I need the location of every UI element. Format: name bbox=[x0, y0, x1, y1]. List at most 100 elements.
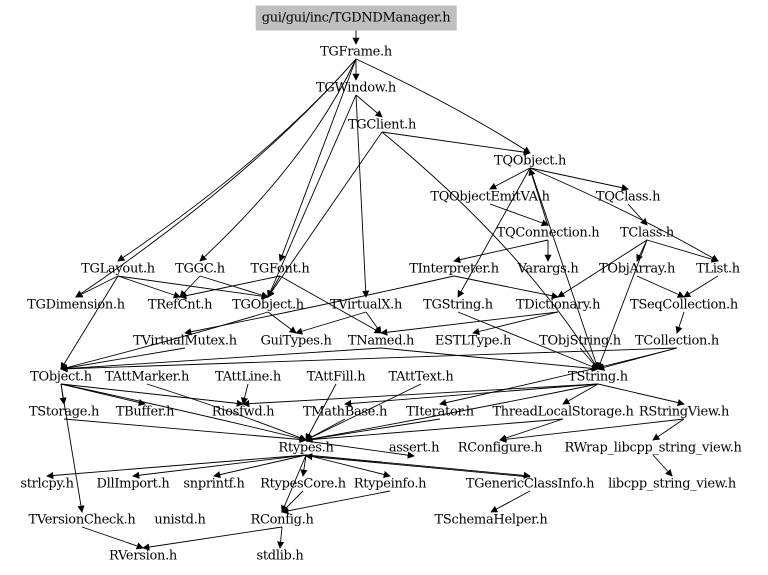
node-tstorage[interactable]: TStorage.h bbox=[28, 404, 100, 420]
node-tdictionary[interactable]: TDictionary.h bbox=[515, 297, 601, 313]
edge-tglayout-to-tobject bbox=[60, 275, 119, 370]
edge-tattmarker-to-rtypes bbox=[146, 383, 307, 442]
node-riosfwd[interactable]: Riosfwd.h bbox=[211, 404, 275, 420]
edge-tgfont-to-trefcnt bbox=[179, 275, 281, 300]
edge-tqobject-to-tlist bbox=[529, 167, 719, 262]
node-dllimport[interactable]: DllImport.h bbox=[96, 476, 170, 492]
node-tvirtualx[interactable]: TVirtualX.h bbox=[329, 297, 403, 313]
node-tinterpreter[interactable]: TInterpreter.h bbox=[409, 261, 499, 277]
node-guitypes[interactable]: GuiTypes.h bbox=[260, 333, 332, 349]
edge-tgframe-to-tqobject bbox=[355, 58, 531, 154]
node-tgframe[interactable]: TGFrame.h bbox=[320, 44, 392, 60]
node-tgstring[interactable]: TGString.h bbox=[423, 297, 493, 313]
edge-tattline-to-riosfwd bbox=[241, 383, 249, 405]
node-tqconnection[interactable]: TQConnection.h bbox=[496, 225, 600, 241]
edge-tvirtualx-to-tnamed bbox=[365, 311, 382, 334]
node-rtypes[interactable]: Rtypes.h bbox=[278, 440, 334, 456]
node-tggc[interactable]: TGGC.h bbox=[175, 261, 225, 277]
node-tgfont[interactable]: TGFont.h bbox=[250, 261, 310, 277]
edge-tstorage-to-rtypes bbox=[63, 418, 307, 444]
edge-tdictionary-to-estltype bbox=[472, 311, 559, 335]
node-tglayout[interactable]: TGLayout.h bbox=[81, 261, 155, 277]
node-rconfig[interactable]: RConfig.h bbox=[250, 512, 314, 528]
edge-tclass-to-tlist bbox=[646, 239, 719, 263]
node-estltype[interactable]: ESTLType.h bbox=[434, 333, 512, 349]
edge-tvirtualmutex-to-tobject bbox=[60, 347, 186, 372]
edge-rtypes-to-snprintf bbox=[213, 454, 307, 479]
node-tgobject[interactable]: TGObject.h bbox=[232, 297, 304, 313]
edge-tgobject-to-guitypes bbox=[267, 311, 297, 334]
edge-tlist-to-tseqcollection bbox=[683, 275, 719, 298]
node-tattfill[interactable]: TAttFill.h bbox=[306, 369, 366, 385]
node-rtypescore[interactable]: RtypesCore.h bbox=[260, 476, 346, 492]
node-tgdimension[interactable]: TGDimension.h bbox=[27, 297, 125, 313]
edge-tstring-to-rstringview bbox=[597, 383, 685, 407]
node-tgwindow[interactable]: TGWindow.h bbox=[316, 80, 396, 96]
edge-rconfig-to-stdlib bbox=[277, 526, 285, 549]
node-tgclient[interactable]: TGClient.h bbox=[347, 117, 417, 133]
node-varargs[interactable]: Varargs.h bbox=[517, 261, 579, 277]
node-rwrap[interactable]: RWrap_libcpp_string_view.h bbox=[564, 440, 742, 456]
node-unistd[interactable]: unistd.h bbox=[154, 512, 206, 528]
edge-tobject-to-rtypes bbox=[60, 383, 307, 442]
node-trefcnt[interactable]: TRefCnt.h bbox=[147, 297, 213, 313]
node-rtypeinfo[interactable]: Rtypeinfo.h bbox=[353, 476, 427, 492]
node-tqobject[interactable]: TQObject.h bbox=[493, 153, 567, 169]
edge-tqconnection-to-tqobject bbox=[528, 168, 549, 227]
node-threadlocalstorage[interactable]: ThreadLocalStorage.h bbox=[492, 404, 634, 420]
node-tatttext[interactable]: TAttText.h bbox=[388, 369, 454, 385]
node-tvirtualmutex[interactable]: TVirtualMutex.h bbox=[133, 333, 237, 349]
edge-tnamed-to-tstring bbox=[380, 347, 599, 372]
node-tcollection[interactable]: TCollection.h bbox=[635, 333, 719, 349]
edge-tatttext-to-rtypes bbox=[305, 383, 422, 441]
edge-tclass-to-tdictionary bbox=[557, 239, 648, 298]
node-tbuffer[interactable]: TBuffer.h bbox=[115, 404, 175, 420]
node-tseqcollection[interactable]: TSeqCollection.h bbox=[630, 297, 738, 313]
edge-rwrap-to-libcpp bbox=[652, 454, 673, 477]
node-stdlib[interactable]: stdlib.h bbox=[256, 548, 304, 564]
node-tobjstring[interactable]: TObjString.h bbox=[539, 333, 621, 349]
edge-tgclient-to-tqobject bbox=[381, 131, 531, 156]
edge-rstringview-to-rwrap bbox=[652, 418, 685, 441]
node-tmathbase[interactable]: TMathBase.h bbox=[302, 404, 388, 420]
node-rstringview[interactable]: RStringView.h bbox=[638, 404, 730, 420]
node-tobject[interactable]: TObject.h bbox=[30, 369, 92, 385]
node-tstring[interactable]: TString.h bbox=[568, 369, 628, 385]
root-node[interactable]: gui/gui/inc/TGDNDManager.h bbox=[255, 5, 457, 31]
edge-tcollection-to-titerator bbox=[439, 347, 678, 407]
edge-tqobject-to-tgstring bbox=[457, 167, 531, 298]
node-tattmarker[interactable]: TAttMarker.h bbox=[104, 369, 190, 385]
edge-tobjarray-to-tseqcollection bbox=[636, 275, 685, 298]
node-tschemahelper[interactable]: TSchemaHelper.h bbox=[434, 512, 548, 528]
node-rconfigure[interactable]: RConfigure.h bbox=[457, 440, 543, 456]
node-titerator[interactable]: TIterator.h bbox=[406, 404, 474, 420]
edge-tstring-to-tmathbase bbox=[344, 383, 599, 408]
node-tclass[interactable]: TClass.h bbox=[620, 225, 674, 241]
edge-tgwindow-to-tgclient bbox=[355, 94, 383, 118]
edge-tgfont-to-tnamed bbox=[279, 275, 382, 334]
node-tqobjectemitva[interactable]: TQObjectEmitVA.h bbox=[430, 189, 550, 205]
edge-tggc-to-tgobject bbox=[199, 275, 269, 299]
node-tgenericclassinfo[interactable]: TGenericClassInfo.h bbox=[465, 476, 595, 492]
edge-tcollection-to-tobject bbox=[60, 347, 678, 373]
node-tnamed[interactable]: TNamed.h bbox=[347, 333, 415, 349]
node-rversion[interactable]: RVersion.h bbox=[109, 548, 177, 564]
edge-rtypes-to-tgenericclassinfo bbox=[305, 454, 531, 479]
node-tversioncheck[interactable]: TVersionCheck.h bbox=[28, 512, 136, 528]
node-tlist[interactable]: TList.h bbox=[696, 261, 740, 277]
edge-tgwindow-to-tgobject bbox=[267, 94, 357, 298]
edge-tgenericclassinfo-to-rtypes bbox=[305, 453, 531, 478]
edge-tobject-to-tversioncheck bbox=[60, 383, 85, 513]
node-tattline[interactable]: TAttLine.h bbox=[215, 369, 281, 385]
node-strlcpy[interactable]: strlcpy.h bbox=[20, 476, 74, 492]
node-snprintf[interactable]: snprintf.h bbox=[183, 476, 245, 492]
node-tobjarray[interactable]: TObjArray.h bbox=[598, 261, 676, 277]
edge-tqconnection-to-tinterpreter bbox=[453, 239, 549, 264]
node-assert[interactable]: assert.h bbox=[388, 440, 440, 456]
edge-tstring-to-threadlocalstorage bbox=[562, 383, 599, 405]
edge-tinterpreter-to-tdictionary bbox=[453, 275, 559, 300]
edge-tclass-to-tstring bbox=[596, 239, 648, 370]
node-tqclass[interactable]: TQClass.h bbox=[595, 189, 661, 205]
node-libcpp[interactable]: libcpp_string_view.h bbox=[608, 476, 736, 492]
